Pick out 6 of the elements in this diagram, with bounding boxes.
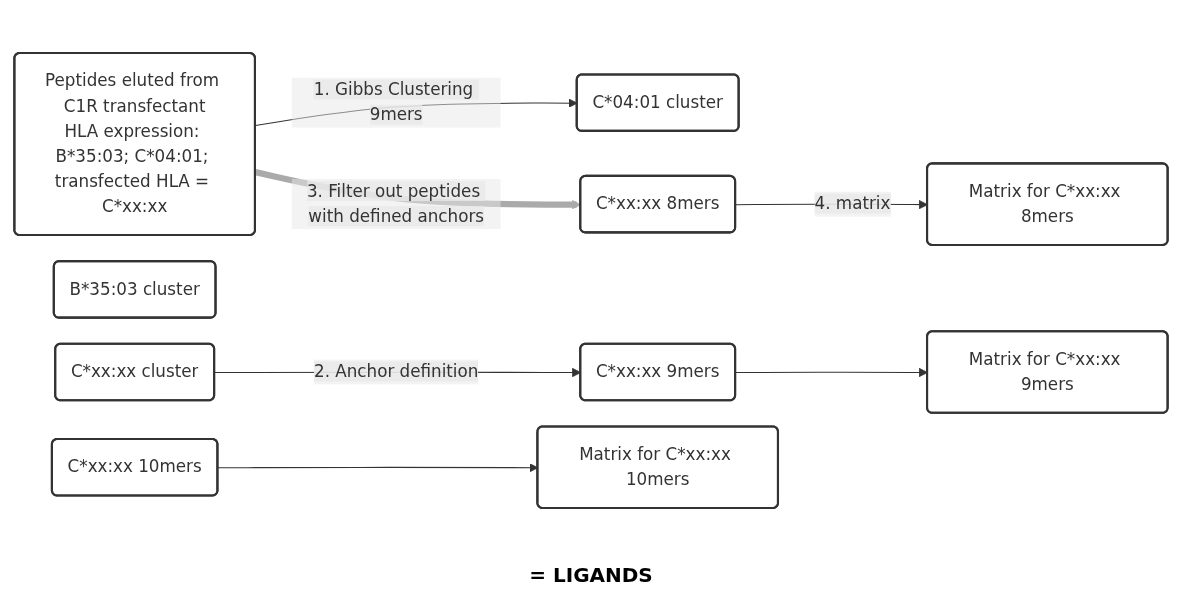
arrow [735,367,928,378]
edge-label: 2. Anchor definition [313,361,479,382]
edge-label: 1. Gibbs Clustering 9mers [313,79,474,125]
edge-label: 3. Filter out peptides with defined anchors [306,181,484,227]
note-text: = LIGANDS [529,563,653,587]
edge-label: 4. matrix [814,193,891,214]
